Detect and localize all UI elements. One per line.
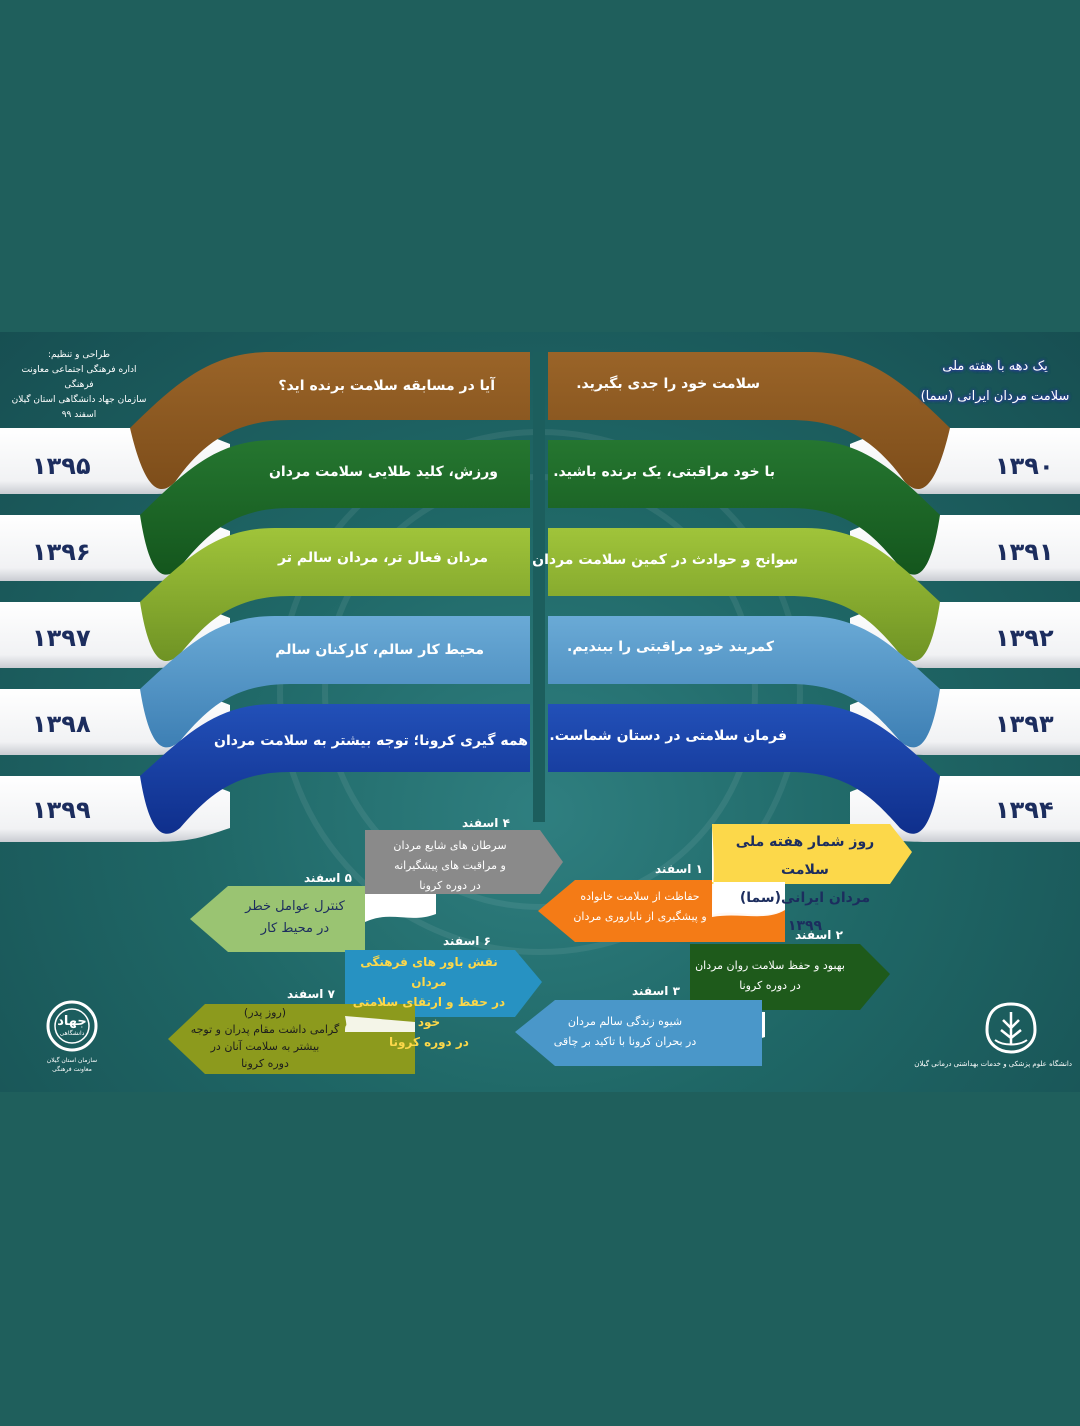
- credit-line: اداره فرهنگی اجتماعی معاونت فرهنگی: [21, 365, 137, 390]
- jahad-sub: دانشگاهی: [59, 1030, 85, 1037]
- day-3-text: شیوه زندگی سالم مردان در بحران کرونا با …: [535, 1012, 715, 1052]
- title-line: یک دهه با هفته ملی: [942, 359, 1048, 374]
- year-label: ۱۳۹۰: [995, 452, 1054, 480]
- day-label: ۴ اسفند: [462, 816, 510, 830]
- ribbon-graphics: [0, 352, 1080, 1076]
- credit-line: سازمان جهاد دانشگاهی استان گیلان: [11, 395, 147, 405]
- infographic-poster: طراحی و تنظیم: اداره فرهنگی اجتماعی معاو…: [0, 332, 1080, 1092]
- day-text-line: بیشتر به سلامت آنان در: [210, 1040, 320, 1053]
- slogan-1398: محیط کار سالم، کارکنان سالم: [275, 642, 484, 658]
- headline-line: مردان ایرانی(سما) ۱۳۹۹: [739, 890, 871, 934]
- university-logo: دانشگاه علوم پزشکی و خدمات بهداشتی درمان…: [914, 1000, 1072, 1068]
- day-text-line: گرامی داشت مقام پدران و توجه: [190, 1023, 340, 1036]
- day-text-line: شیوه زندگی سالم مردان: [567, 1015, 683, 1028]
- day-text-line: در بحران کرونا با تاکید بر چاقی: [553, 1035, 697, 1048]
- slogan-1396: ورزش، کلید طلایی سلامت مردان: [268, 464, 498, 480]
- jahad-caption: معاونت فرهنگی: [52, 1066, 92, 1073]
- day-1-text: حفاظت از سلامت خانواده و پیشگیری از نابا…: [560, 887, 720, 927]
- day-banners: [168, 824, 912, 1076]
- year-label: ۱۳۹۶: [32, 538, 91, 566]
- title-line: سلامت مردان ایرانی (سما): [920, 389, 1070, 404]
- day-4-text: سرطان های شایع مردان و مراقبت های پیشگیر…: [385, 836, 515, 896]
- year-label: ۱۳۹۹: [32, 796, 91, 824]
- slogan-1392: سوانح و حوادث در کمین سلامت مردان: [532, 552, 798, 568]
- year-label: ۱۳۹۸: [32, 710, 91, 738]
- year-label: ۱۳۹۱: [995, 538, 1054, 566]
- day-label: ۷ اسفند: [287, 987, 335, 1001]
- credit-line: اسفند ۹۹: [61, 410, 97, 420]
- day-text-line: در دوره کرونا: [389, 1035, 469, 1049]
- year-label: ۱۳۹۵: [32, 452, 91, 480]
- slogan-1397: مردان فعال تر، مردان سالم تر: [278, 550, 488, 566]
- university-emblem-icon: [985, 1002, 1037, 1054]
- year-label: ۱۳۹۲: [995, 624, 1054, 652]
- day-text-line: و مراقبت های پیشگیرانه: [394, 859, 506, 872]
- jahad-name: جهاد: [57, 1014, 87, 1029]
- slogan-1391: با خود مراقبتی، یک برنده باشید.: [553, 464, 775, 480]
- slogan-1399: همه گیری کرونا؛ توجه بیشتر به سلامت مردا…: [214, 733, 528, 749]
- day-text-line: کنترل عوامل خطر: [245, 899, 345, 914]
- credit-line: طراحی و تنظیم:: [47, 350, 111, 360]
- day-7-text: (روز پدر) گرامی داشت مقام پدران و توجه ب…: [190, 1004, 340, 1072]
- day-text-line: و پیشگیری از ناباروری مردان: [573, 910, 707, 923]
- design-credit: طراحی و تنظیم: اداره فرهنگی اجتماعی معاو…: [6, 348, 152, 423]
- day-text-line: در محیط کار: [260, 921, 330, 936]
- year-label: ۱۳۹۳: [995, 710, 1054, 738]
- program-headline: روز شمار هفته ملی سلامت مردان ایرانی(سما…: [725, 828, 885, 940]
- poster-title: یک دهه با هفته ملی سلامت مردان ایرانی (س…: [915, 352, 1075, 412]
- day-label: ۵ اسفند: [304, 871, 352, 885]
- day-text-line: سرطان های شایع مردان: [393, 839, 507, 852]
- day-text-line: در دوره کرونا: [739, 979, 801, 992]
- year-label: ۱۳۹۴: [995, 796, 1054, 824]
- day-6-text: نقش باور های فرهنگی مردان در حفظ و ارتقا…: [345, 952, 513, 1052]
- day-label: ۳ اسفند: [632, 984, 680, 998]
- year-label: ۱۳۹۷: [32, 624, 91, 652]
- day-text-line: نقش باور های فرهنگی مردان: [360, 955, 498, 989]
- jahad-seal-icon: [46, 1000, 98, 1052]
- right-ribbons: [548, 352, 950, 834]
- headline-line: روز شمار هفته ملی سلامت: [735, 834, 875, 878]
- day-text-line: (روز پدر): [243, 1006, 287, 1019]
- university-caption: دانشگاه علوم پزشکی و خدمات بهداشتی درمان…: [914, 1060, 1072, 1068]
- jahad-logo: جهاد دانشگاهی سازمان استان گیلان معاونت …: [42, 1000, 102, 1074]
- slogan-1390: سلامت خود را جدی بگیرید.: [576, 376, 760, 392]
- day-text-line: بهبود و حفظ سلامت روان مردان: [695, 959, 845, 972]
- left-ribbons: [130, 352, 530, 834]
- day-label: ۱ اسفند: [655, 862, 703, 876]
- day-text-line: حفاظت از سلامت خانواده: [580, 890, 700, 903]
- day-label: ۲ اسفند: [795, 928, 843, 942]
- center-divider: [533, 352, 545, 822]
- day-text-line: دوره کرونا: [241, 1057, 289, 1070]
- day-2-text: بهبود و حفظ سلامت روان مردان در دوره کرو…: [690, 956, 850, 996]
- slogan-1393: کمربند خود مراقبتی را ببندیم.: [567, 639, 774, 655]
- slogan-1394: فرمان سلامتی در دستان شماست.: [549, 728, 787, 744]
- jahad-caption: سازمان استان گیلان: [46, 1057, 98, 1064]
- day-5-text: کنترل عوامل خطر در محیط کار: [230, 896, 360, 940]
- day-label: ۶ اسفند: [443, 934, 491, 948]
- day-text-line: در دوره کرونا: [419, 879, 481, 892]
- slogan-1395: آیا در مسابقه سلامت برنده اید؟: [278, 378, 495, 394]
- day-text-line: در حفظ و ارتقای سلامتی خود: [352, 995, 506, 1029]
